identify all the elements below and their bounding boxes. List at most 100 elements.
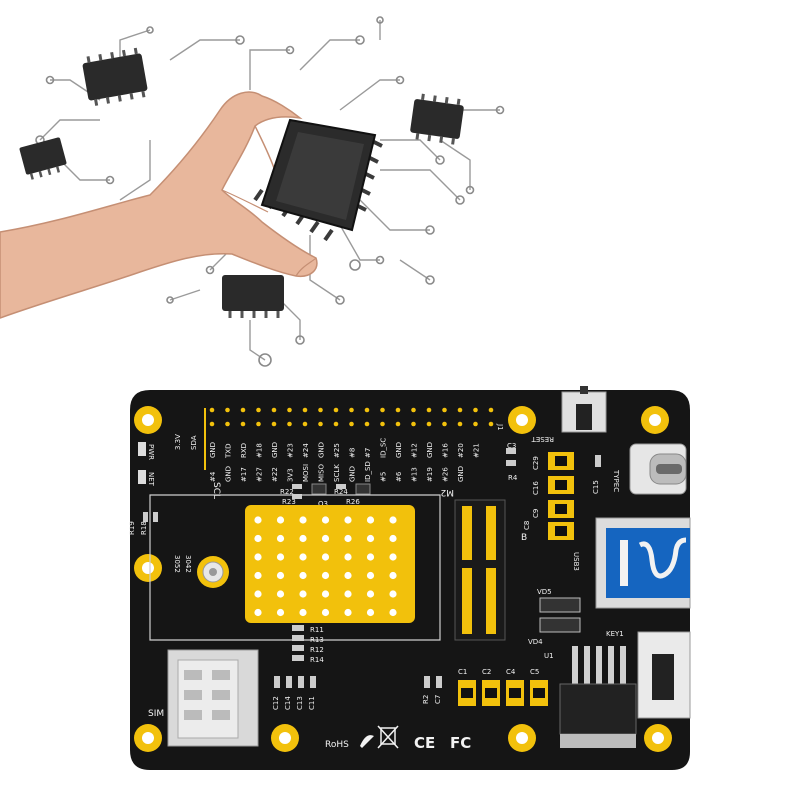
label-u1: U1: [544, 652, 554, 660]
header-pin: [364, 421, 370, 427]
label-r26: R26: [346, 498, 360, 506]
crossed-bin-icon: [377, 725, 399, 749]
header-pin: [426, 421, 432, 427]
smd-cluster-top: [292, 483, 371, 499]
c3-part: [506, 448, 516, 454]
header-label: GND: [271, 442, 279, 458]
header-label: GND: [209, 442, 217, 458]
label-r13: R13: [310, 636, 324, 644]
header-pin: [442, 421, 447, 427]
pad-dot: [254, 608, 262, 617]
header-pin: [318, 421, 323, 427]
label-c1: C1: [458, 668, 467, 676]
pad-dot: [366, 553, 375, 561]
label-c14: C14: [284, 696, 292, 710]
label-c11: C11: [308, 696, 316, 710]
label-reset: RESET: [531, 435, 554, 443]
chip-bottom: [222, 275, 284, 318]
r18-part: [153, 512, 158, 522]
header-pin: [457, 421, 463, 427]
label-sda: SDA: [190, 435, 198, 450]
label-vd4: VD4: [528, 638, 543, 646]
label-c8: C8: [523, 521, 531, 530]
resistor-stack: [292, 625, 304, 661]
c15-part: [595, 455, 601, 467]
usb-c-port: [629, 443, 687, 495]
header-label: #18: [256, 443, 264, 458]
header-label: #5: [380, 472, 388, 482]
header-label: GND: [395, 442, 403, 458]
header-label: ID_SD: [364, 461, 372, 482]
pad-dot: [254, 534, 262, 543]
pad-dot: [276, 590, 285, 598]
header-pin: [240, 407, 246, 413]
trace-pads: [35, 16, 505, 367]
pad-dot: [299, 608, 307, 617]
vd4-part: [539, 617, 581, 633]
r4-part: [506, 460, 516, 466]
header-pin: [457, 407, 463, 413]
u1-chip: [559, 646, 637, 748]
pad-dot: [321, 590, 330, 598]
label-scl: SCL: [211, 482, 221, 499]
chip-top-left: [82, 47, 148, 106]
large-caps: [458, 680, 548, 706]
pad-dot: [321, 608, 330, 617]
label-ce: CE: [414, 734, 435, 752]
label-c9: C9: [532, 509, 540, 518]
header-label: #4: [209, 471, 217, 482]
header-pin: [271, 407, 277, 413]
pad-dot: [276, 534, 285, 543]
cap-row-left: [274, 676, 316, 688]
label-c16: C16: [532, 481, 540, 495]
pad-dot: [254, 516, 262, 524]
label-typec: TYPEC: [612, 469, 620, 492]
header-label: #22: [271, 467, 279, 482]
header-label: GND: [457, 466, 465, 482]
label-c3: C3: [507, 442, 516, 450]
header-pin: [318, 407, 323, 413]
header-label: GND: [349, 466, 357, 482]
r19-part: [143, 512, 148, 522]
pad-dot: [389, 608, 397, 617]
gold-pad-matrix: [245, 505, 415, 623]
pad-dot: [344, 516, 352, 524]
header-pins-bottom: [209, 421, 494, 427]
header-label: #20: [457, 443, 465, 458]
header-pin: [287, 421, 292, 427]
header-label: #23: [287, 443, 295, 458]
net-led: [138, 470, 146, 484]
pad-dot: [389, 571, 397, 580]
header-pin: [395, 407, 401, 413]
header-pin: [380, 421, 385, 427]
label-rohs: RoHS: [325, 740, 349, 750]
m2-connector: [454, 499, 506, 641]
header-pin: [287, 407, 292, 413]
header-label: ID_SC: [380, 438, 388, 458]
mounting-holes: [134, 406, 672, 752]
hand: [0, 91, 318, 319]
header-pin: [302, 407, 308, 413]
pad-dot: [321, 571, 330, 580]
header-pin: [225, 407, 230, 413]
pad-dot: [389, 516, 397, 524]
pad-dot: [299, 590, 307, 598]
header-label: #16: [442, 443, 450, 458]
pad-dot: [276, 608, 285, 617]
cap-column: [548, 452, 574, 540]
label-sim: SIM: [148, 709, 164, 719]
label-r18: R18: [140, 521, 148, 535]
label-c12: C12: [272, 696, 280, 710]
pad-dot: [321, 516, 330, 524]
pad-dot: [299, 534, 307, 543]
header-pin: [349, 407, 354, 413]
label-c4: C4: [506, 668, 516, 676]
label-r24: R24: [334, 488, 348, 496]
vd5-part: [539, 597, 581, 613]
pad-dot: [276, 516, 285, 524]
header-pin: [395, 421, 401, 427]
reset-button: [561, 386, 607, 433]
header-label: #21: [473, 443, 481, 458]
pad-dot: [344, 590, 352, 598]
